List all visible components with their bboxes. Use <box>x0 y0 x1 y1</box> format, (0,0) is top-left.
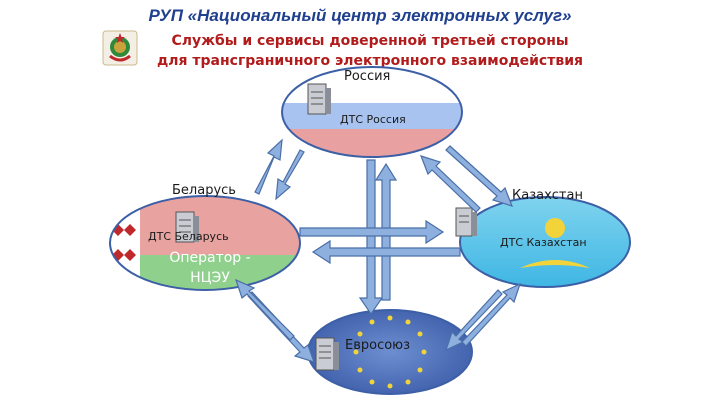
kazakhstan-node <box>459 196 631 288</box>
arrow-russia-to-kazakhstan <box>445 145 514 207</box>
belarus-emblem-icon <box>102 30 138 66</box>
belarus-service-label: ДТС Беларусь <box>148 230 229 243</box>
eu-label: Евросоюз <box>345 338 411 353</box>
arrow-kazakhstan-to-center <box>311 239 461 265</box>
connection-arrows <box>235 138 522 363</box>
arrow-russia-to-belarus <box>275 149 305 201</box>
arrow-eu-to-kazakhstan <box>461 282 522 347</box>
eu-server-icon <box>315 337 339 371</box>
belarus-server-icon <box>175 211 199 243</box>
slide-title-line-1: Службы и сервисы доверенной третьей стор… <box>171 33 569 49</box>
russia-service-label: ДТС Россия <box>340 113 406 126</box>
arrow-eu-to-belarus <box>235 278 295 341</box>
operator-line-1: Оператор - <box>169 250 251 266</box>
kazakhstan-label: Казахстан <box>512 188 583 203</box>
arrow-central-down <box>358 159 384 316</box>
russia-label: Россия <box>344 69 391 84</box>
arrow-belarus-to-russia <box>254 138 283 195</box>
slide-title-line-2: для трансграничного электронного взаимод… <box>156 53 584 69</box>
belarus-operator-label: Оператор - НЦЭУ <box>160 248 260 288</box>
arrow-kazakhstan-to-eu <box>444 289 503 352</box>
organization-title: РУП «Национальный центр электронных услу… <box>148 6 572 25</box>
arrow-kazakhstan-to-russia <box>419 155 481 213</box>
russia-server-icon <box>307 83 331 115</box>
operator-line-2: НЦЭУ <box>190 270 230 286</box>
belarus-label: Беларусь <box>172 183 236 198</box>
kazakhstan-server-icon <box>455 207 477 237</box>
kazakhstan-service-label: ДТС Казахстан <box>500 236 587 249</box>
eu-stars <box>353 315 427 389</box>
arrow-center-to-kazakhstan <box>299 219 445 245</box>
